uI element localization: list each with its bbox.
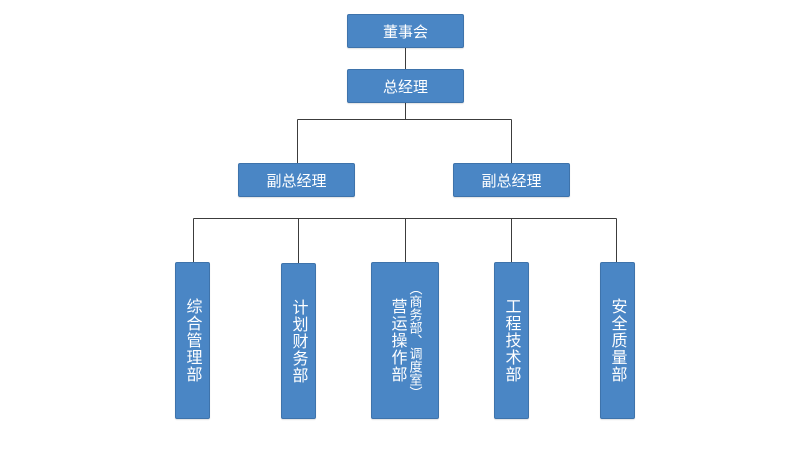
node-deputy-manager-1: 副总经理 (238, 163, 355, 197)
node-deputy-manager-1-label: 副总经理 (266, 171, 327, 190)
node-dept-operations-label: 营运操作部 (388, 298, 408, 383)
node-dept-safety-quality: 安全质量部 (600, 262, 635, 419)
node-general-manager-label: 总经理 (382, 77, 428, 96)
node-dept-operations-note: （商务部、调度室） (406, 282, 422, 399)
node-board-label: 董事会 (382, 22, 428, 41)
node-board: 董事会 (347, 14, 464, 48)
node-dept-general-admin: 综合管理部 (175, 262, 210, 419)
node-dept-planning-finance: 计划财务部 (281, 263, 316, 419)
node-general-manager: 总经理 (347, 69, 464, 103)
node-dept-operations: （商务部、调度室） 营运操作部 (371, 262, 439, 419)
node-dept-general-admin-label: 综合管理部 (183, 298, 203, 383)
node-dept-safety-quality-label: 安全质量部 (608, 298, 628, 383)
node-dept-planning-finance-label: 计划财务部 (289, 298, 309, 384)
node-deputy-manager-2-label: 副总经理 (481, 171, 542, 190)
node-deputy-manager-2: 副总经理 (453, 163, 570, 197)
node-dept-engineering: 工程技术部 (494, 262, 529, 419)
node-dept-engineering-label: 工程技术部 (502, 298, 522, 383)
